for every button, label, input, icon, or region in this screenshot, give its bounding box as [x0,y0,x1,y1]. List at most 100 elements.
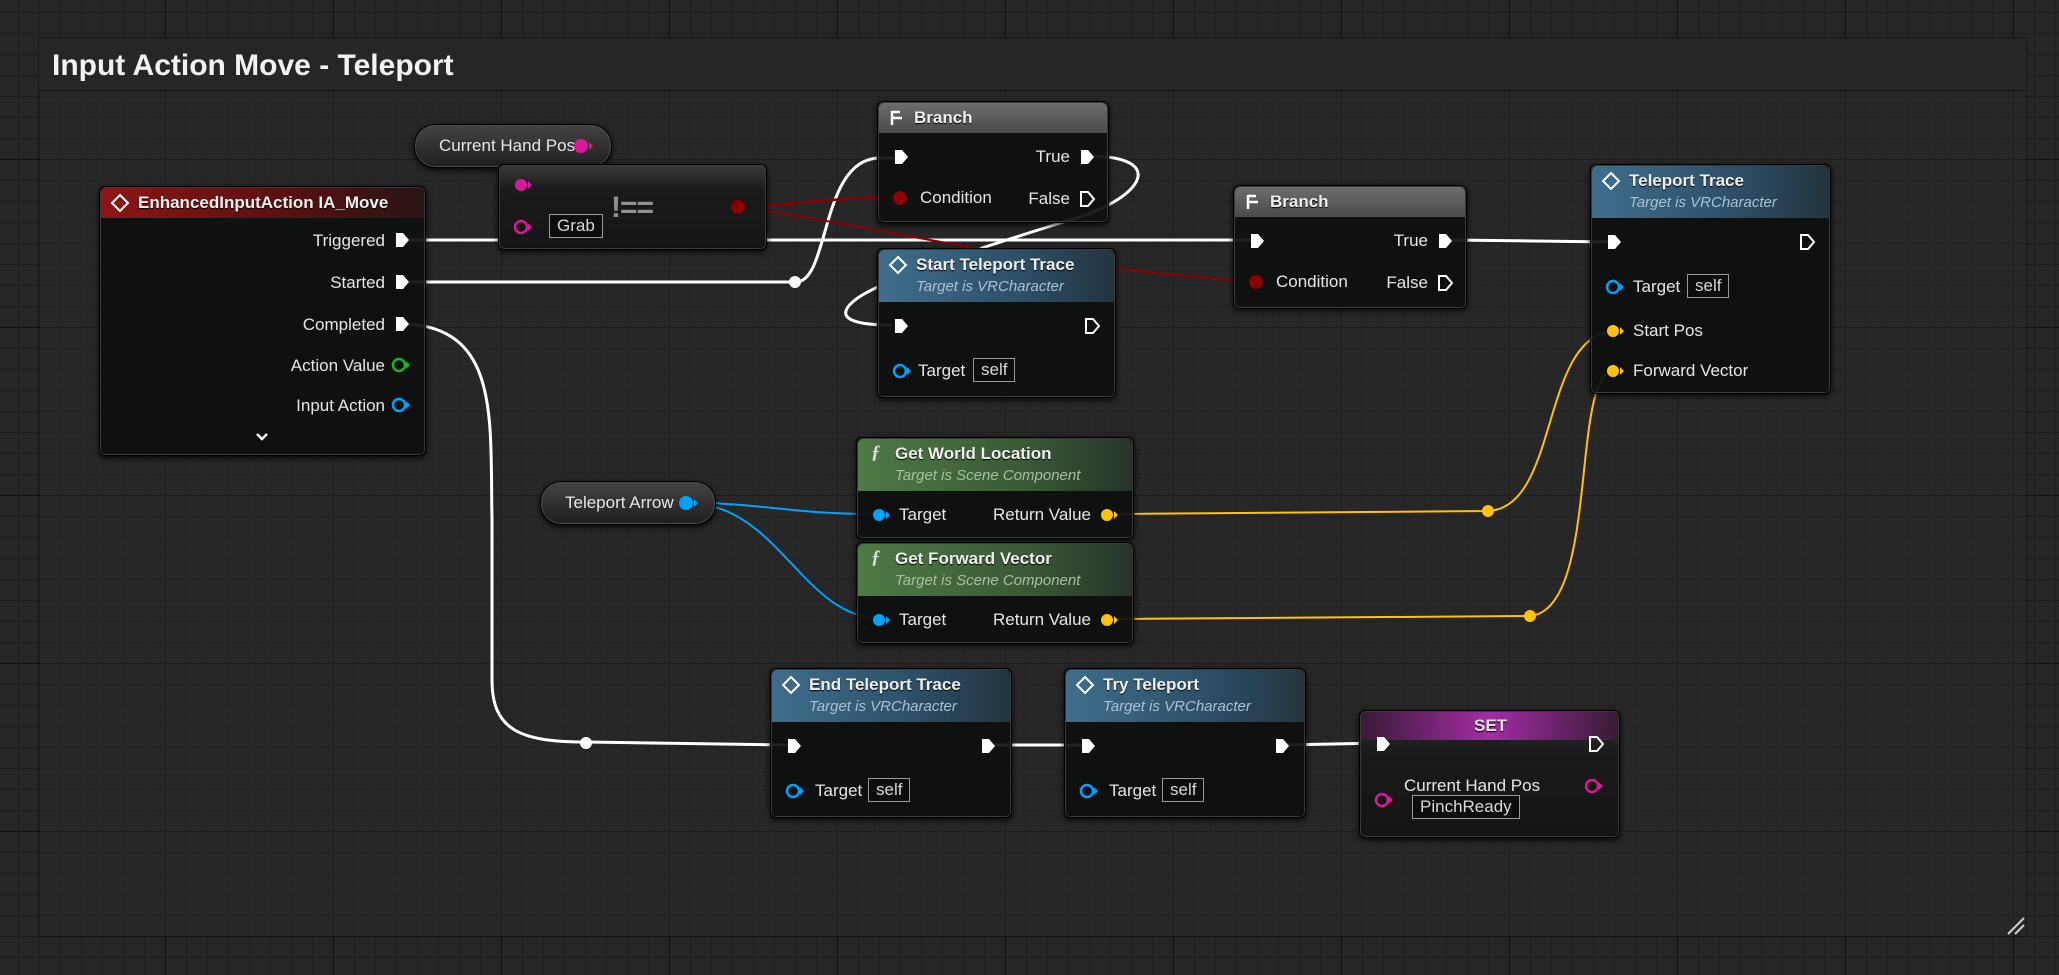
pin-forward-vector[interactable] [1605,363,1625,379]
var-teleport-arrow[interactable]: Teleport Arrow [540,481,716,525]
node-header [1066,670,1304,722]
wire-compare-to-branch2-condition [739,206,1255,283]
wire-arrow-to-forward-vector [685,501,881,620]
pin-label-true: True [1035,147,1070,166]
pin-compare-result[interactable] [730,199,748,215]
pin-current-hand-pos-out[interactable] [572,137,594,155]
node-subtitle: Target is VRCharacter [1629,194,1777,211]
pin-branch1-condition[interactable] [892,190,910,206]
node-branch-1[interactable]: Branch True Condition False [877,101,1109,223]
pin-gfv-target[interactable] [871,612,891,628]
pin-start-pos[interactable] [1605,323,1625,339]
pin-set-exec-out[interactable] [1587,735,1605,753]
node-end-teleport-trace[interactable]: End Teleport Trace Target is VRCharacter… [770,668,1012,818]
pin-set-value-in[interactable] [1374,792,1394,808]
pin-label-start-pos: Start Pos [1633,321,1703,340]
function-call-icon [888,255,908,275]
node-header [879,250,1114,302]
node-title: Get World Location [895,444,1052,463]
node-get-forward-vector[interactable]: ƒ Get Forward Vector Target is Scene Com… [856,542,1134,644]
target-value[interactable]: self [1687,274,1730,298]
comment-header[interactable] [39,38,2026,91]
pin-label-input-action: Input Action [296,396,385,415]
pin-branch2-true[interactable] [1436,232,1454,250]
reroute-knot-forward-vector[interactable] [1524,610,1536,622]
node-branch-2[interactable]: Branch True Condition False [1233,185,1467,309]
pin-branch2-false[interactable] [1436,274,1454,292]
node-title: Branch [1270,192,1329,211]
pin-compare-a[interactable] [513,177,533,193]
node-title: End Teleport Trace [809,675,961,694]
pin-try-teleport-exec-out[interactable] [1273,737,1291,755]
pin-label-return-value: Return Value [993,505,1091,524]
pin-completed[interactable] [393,315,411,333]
target-value[interactable]: self [868,778,911,802]
node-compare-enum[interactable]: Grab !== [498,164,767,250]
pin-label-target: Target [918,361,966,380]
node-start-teleport-trace[interactable]: Start Teleport Trace Target is VRCharact… [877,248,1116,398]
function-call-icon [1075,675,1095,695]
resize-handle-icon[interactable] [2005,915,2025,935]
pin-start-trace-target[interactable] [892,363,912,379]
pin-teleport-trace-target[interactable] [1605,279,1625,295]
node-teleport-trace[interactable]: Teleport Trace Target is VRCharacter Tar… [1590,164,1831,394]
pin-branch1-true[interactable] [1078,148,1096,166]
target-value[interactable]: self [973,358,1016,382]
node-try-teleport[interactable]: Try Teleport Target is VRCharacter Targe… [1064,668,1306,818]
pin-label-forward-vector: Forward Vector [1633,361,1749,380]
node-header [772,670,1010,722]
pin-label-false: False [1028,189,1070,208]
node-subtitle: Target is VRCharacter [809,698,957,715]
var-label: Current Hand Pos [439,136,576,155]
compare-b-value[interactable]: Grab [549,214,603,238]
pin-triggered[interactable] [393,231,411,249]
pin-input-action[interactable] [391,397,411,413]
pin-label-target: Target [899,505,947,524]
wire-completed-to-end-trace [406,322,792,747]
pin-try-teleport-target[interactable] [1079,783,1099,799]
pin-action-value[interactable] [391,357,411,373]
reroute-knot-started[interactable] [789,276,801,288]
reroute-knot-start-pos[interactable] [1482,505,1494,517]
pin-started[interactable] [393,273,411,291]
node-title: Try Teleport [1103,675,1200,694]
pin-end-trace-exec-in[interactable] [785,737,803,755]
node-enhanced-input-action[interactable]: EnhancedInputAction IA_Move Triggered St… [99,186,426,456]
function-icon: ƒ [871,547,881,568]
pin-label-target: Target [1633,277,1681,296]
pin-teleport-arrow-out[interactable] [677,494,699,512]
pin-teleport-trace-exec-out[interactable] [1798,233,1816,251]
pin-set-value-out[interactable] [1583,778,1605,794]
pin-set-exec-in[interactable] [1374,735,1392,753]
pin-compare-b[interactable] [513,219,533,235]
pin-end-trace-exec-out[interactable] [979,737,997,755]
pin-start-trace-exec-in[interactable] [892,317,910,335]
chevron-down-icon[interactable] [254,431,270,443]
reroute-knot-completed[interactable] [580,737,592,749]
pin-gwl-return[interactable] [1099,507,1119,523]
target-value[interactable]: self [1162,778,1205,802]
branch-icon [890,110,902,125]
pin-end-trace-target[interactable] [785,783,805,799]
pin-branch1-false[interactable] [1078,190,1096,208]
pin-try-teleport-exec-in[interactable] [1079,737,1097,755]
pin-label-target: Target [815,781,863,800]
node-title: SET [1474,716,1508,735]
node-get-world-location[interactable]: ƒ Get World Location Target is Scene Com… [856,437,1134,539]
node-header [1235,187,1465,217]
var-label: Teleport Arrow [565,493,674,512]
pin-branch2-exec-in[interactable] [1248,232,1266,250]
pin-label-condition: Condition [920,188,992,207]
pin-branch1-exec-in[interactable] [892,148,910,166]
pin-gfv-return[interactable] [1099,612,1119,628]
var-current-hand-pos[interactable]: Current Hand Pos [414,124,612,168]
pin-branch2-condition[interactable] [1248,274,1266,290]
pin-teleport-trace-exec-in[interactable] [1605,233,1623,251]
pin-label-action-value: Action Value [290,356,385,375]
node-title: Branch [914,108,973,127]
set-value[interactable]: PinchReady [1412,795,1520,819]
pin-label-false: False [1386,273,1428,292]
node-set-current-hand-pos[interactable]: SET Current Hand Pos PinchReady [1359,710,1620,838]
pin-gwl-target[interactable] [871,507,891,523]
pin-start-trace-exec-out[interactable] [1083,317,1101,335]
